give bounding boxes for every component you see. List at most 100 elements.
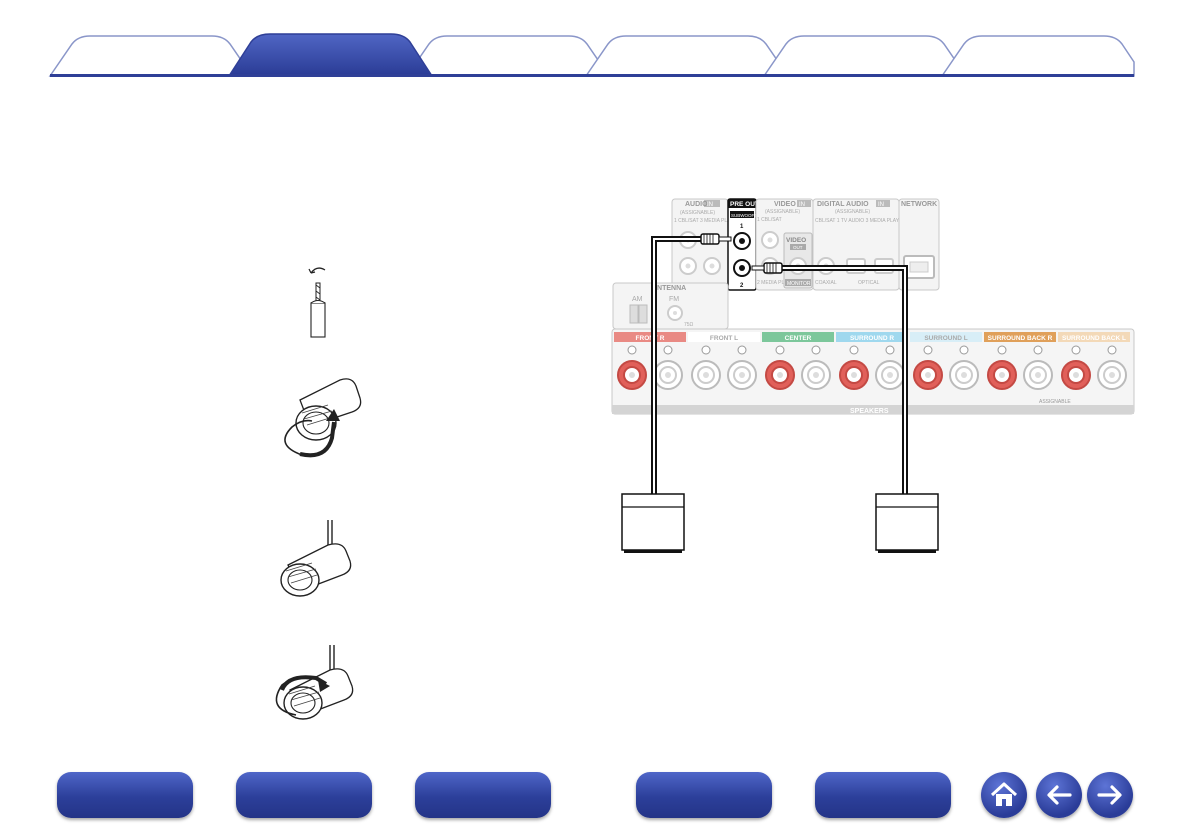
minus-terminal-mark	[663, 345, 673, 355]
binding-post-hole	[629, 372, 635, 378]
nav-button-2[interactable]	[236, 772, 372, 818]
sub-1-label: 1	[740, 224, 744, 230]
binding-post-hole	[1035, 372, 1041, 378]
nav-button-5[interactable]	[815, 772, 951, 818]
network-label: NETWORK	[901, 201, 937, 208]
coaxial-label: COAXIAL	[815, 280, 837, 286]
binding-post-hole	[961, 372, 967, 378]
forward-button[interactable]	[1087, 772, 1133, 818]
plus-terminal-mark	[1071, 345, 1081, 355]
connection-diagram: AUDIO IN (ASSIGNABLE) 1 CBL/SAT 3 MEDIA …	[275, 198, 1135, 720]
plus-terminal-mark	[775, 345, 785, 355]
nav-button-4[interactable]	[636, 772, 772, 818]
speaker-group-label: CENTER	[785, 335, 812, 342]
binding-post-hole	[813, 372, 819, 378]
tab-1[interactable]	[48, 35, 254, 77]
pre-out-label: PRE OUT	[730, 201, 759, 208]
tab-6[interactable]	[940, 35, 1135, 77]
binding-post-hole	[665, 372, 671, 378]
video-input-2: 2 MEDIA PLAYER	[757, 280, 798, 286]
audio-assignable: (ASSIGNABLE)	[680, 210, 715, 216]
subwoofer-2	[875, 493, 939, 553]
back-button[interactable]	[1036, 772, 1082, 818]
wire-insert-illustration	[280, 520, 352, 597]
plus-terminal-mark	[849, 345, 859, 355]
speaker-group-label: SURROUND BACK L	[1062, 335, 1126, 342]
speaker-group-2: CENTER	[762, 332, 834, 390]
digital-badge: IN	[878, 202, 884, 208]
am-label: AM	[632, 296, 643, 303]
speaker-group-band	[614, 332, 686, 342]
digital-assignable: (ASSIGNABLE)	[835, 209, 870, 215]
tab-3[interactable]	[405, 35, 611, 77]
binding-post-hole	[1109, 372, 1115, 378]
speaker-group-3: SURROUND R	[836, 332, 908, 390]
minus-terminal-mark	[1033, 345, 1043, 355]
terminal-tighten-illustration	[275, 645, 354, 720]
speaker-terminal-groups: FRONT R FRONT L CENTER SURROUND R SURROUND L…	[614, 332, 1130, 390]
nav-button-3[interactable]	[415, 772, 551, 818]
speaker-group-band	[762, 332, 834, 342]
antenna-label: ANTENNA	[652, 285, 686, 292]
minus-terminal-mark	[959, 345, 969, 355]
terminal-loosen-illustration	[284, 378, 362, 458]
speaker-group-band	[910, 332, 982, 342]
rear-panel: AUDIO IN (ASSIGNABLE) 1 CBL/SAT 3 MEDIA …	[611, 198, 1135, 415]
subwoofer-1	[621, 493, 685, 553]
speaker-group-4: SURROUND L	[910, 332, 982, 390]
binding-post-hole	[739, 372, 745, 378]
tab-4[interactable]	[584, 35, 790, 77]
digital-inputs: CBL/SAT 1 TV AUDIO 3 MEDIA PLAYER	[815, 218, 906, 224]
fm-label: FM	[669, 296, 679, 303]
speakers-label: SPEAKERS	[850, 408, 889, 415]
speaker-group-band	[688, 332, 760, 342]
minus-terminal-mark	[737, 345, 747, 355]
audio-inputs: 1 CBL/SAT 3 MEDIA PLAYER	[674, 218, 741, 224]
digital-audio-label: DIGITAL AUDIO	[817, 201, 869, 208]
home-button[interactable]	[981, 772, 1027, 818]
speaker-group-6: SURROUND BACK L	[1058, 332, 1130, 390]
home-icon	[990, 782, 1018, 806]
minus-terminal-mark	[1107, 345, 1117, 355]
assignable-label: ASSIGNABLE	[1039, 399, 1071, 405]
binding-post-hole	[703, 372, 709, 378]
speaker-group-label: SURROUND L	[924, 335, 967, 342]
minus-terminal-mark	[811, 345, 821, 355]
tab-2-active[interactable]	[227, 33, 434, 77]
speaker-group-label: FRONT L	[710, 335, 738, 342]
subwoofer-label: SUBWOOFER	[731, 213, 761, 218]
speaker-group-band	[836, 332, 908, 342]
binding-post-hole	[887, 372, 893, 378]
speaker-group-label: SURROUND BACK R	[988, 335, 1053, 342]
sub-2-label: 2	[740, 283, 744, 289]
chapter-tabs	[0, 0, 1191, 80]
video-assignable: (ASSIGNABLE)	[765, 209, 800, 215]
subwoofer-cables	[651, 233, 908, 494]
arrow-right-icon	[1097, 785, 1122, 805]
video-in-badge: IN	[799, 202, 805, 208]
speaker-group-label: FRONT R	[636, 335, 665, 342]
speaker-group-band	[984, 332, 1056, 342]
tab-underline	[50, 74, 1134, 77]
speaker-group-band	[1058, 332, 1130, 342]
plus-terminal-mark	[701, 345, 711, 355]
audio-in-badge: IN	[707, 202, 713, 208]
arrow-left-icon	[1047, 785, 1072, 805]
wire-strip-illustration	[308, 267, 326, 338]
plus-terminal-mark	[997, 345, 1007, 355]
speaker-group-1: FRONT L	[688, 332, 760, 390]
binding-post-hole	[999, 372, 1005, 378]
minus-terminal-mark	[885, 345, 895, 355]
ohm-label: 75Ω	[684, 322, 694, 328]
video-input-1: 1 CBL/SAT	[757, 217, 782, 223]
plus-terminal-mark	[627, 345, 637, 355]
speaker-group-label: SURROUND R	[850, 335, 894, 342]
monitor-label: MONITOR	[787, 281, 811, 287]
audio-in-label: AUDIO	[685, 201, 708, 208]
nav-button-1[interactable]	[57, 772, 193, 818]
speaker-group-0: FRONT R	[614, 332, 686, 390]
optical-label: OPTICAL	[858, 280, 880, 286]
speaker-group-5: SURROUND BACK R	[984, 332, 1056, 390]
binding-post-hole	[925, 372, 931, 378]
tab-5[interactable]	[762, 35, 968, 77]
